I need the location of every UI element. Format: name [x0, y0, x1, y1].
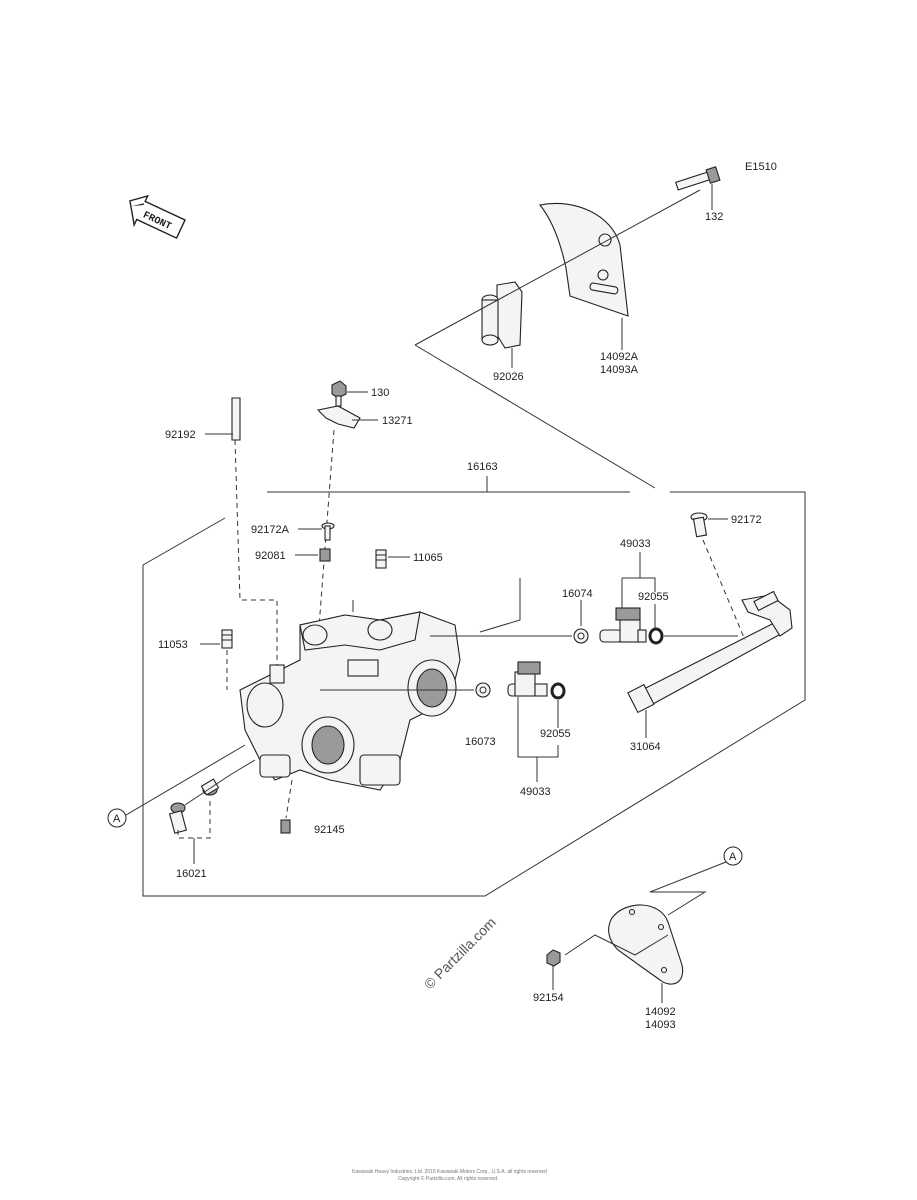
main-group-outline — [142, 491, 806, 897]
dash-13271 — [317, 429, 335, 641]
leader-ref-a-right — [649, 861, 727, 916]
watermark: © Partzilla.com — [421, 914, 499, 992]
label-14093A: 14093A — [600, 364, 639, 376]
cover-14092A — [539, 202, 629, 317]
label-132: 132 — [705, 211, 723, 223]
label-16021: 16021 — [176, 868, 207, 880]
leader-16163-right — [479, 578, 521, 633]
label-49033-bottom: 49033 — [520, 786, 551, 798]
bolt-130 — [331, 380, 347, 407]
bracket-92026 — [481, 281, 523, 349]
label-130: 130 — [371, 387, 389, 399]
bolt-92172 — [690, 512, 708, 538]
cap-11053 — [221, 629, 233, 649]
label-31064: 31064 — [630, 741, 661, 753]
label-16163: 16163 — [467, 461, 498, 473]
o-ring-92055-bottom — [550, 682, 566, 700]
label-92154: 92154 — [533, 992, 564, 1004]
label-11053: 11053 — [158, 639, 188, 651]
dash-92172 — [702, 539, 746, 641]
label-16074: 16074 — [562, 588, 593, 600]
bolt-132 — [675, 166, 721, 191]
assembly-line-b — [414, 344, 656, 489]
reference-a-left: A — [107, 808, 127, 828]
footer-line-1: Kawasaki Heavy Industries, Ltd. 2015 Kaw… — [352, 1169, 547, 1175]
label-ref-a-right: A — [729, 851, 737, 863]
assembly-line-a — [414, 189, 701, 346]
label-92145: 92145 — [314, 824, 345, 836]
dash-92145 — [285, 779, 293, 819]
front-arrow-icon: FRONT — [129, 194, 186, 240]
leader-49033-top — [621, 577, 656, 608]
label-14093: 14093 — [645, 1019, 676, 1031]
injector-49033-bottom — [507, 661, 548, 697]
hose-92192-top — [231, 397, 241, 441]
leader-49033-bottom — [517, 697, 559, 758]
fuel-rail-31064 — [627, 590, 793, 714]
cap-11065 — [375, 549, 387, 569]
plug-92145 — [280, 819, 291, 834]
label-ref-a-left: A — [113, 813, 121, 825]
label-13271: 13271 — [382, 415, 413, 427]
bolt-92154 — [546, 949, 561, 967]
label-92172: 92172 — [731, 514, 762, 526]
label-14092: 14092 — [645, 1006, 676, 1018]
leader-ref-a-left — [125, 744, 246, 816]
footer-line-2: Copyright © Partzilla.com. All rights re… — [398, 1175, 498, 1182]
leader-14092-pattern — [564, 934, 669, 956]
bracket-13271 — [316, 405, 361, 429]
seal-16073 — [475, 682, 491, 698]
screw-92172A — [321, 522, 335, 541]
diagram-code: E1510 — [745, 161, 777, 173]
plug-92081 — [319, 548, 331, 562]
label-92081: 92081 — [255, 550, 286, 562]
cover-14092 — [608, 904, 684, 985]
leader-16021-up — [184, 759, 256, 806]
label-92026: 92026 — [493, 371, 524, 383]
label-92172A: 92172A — [251, 524, 290, 536]
reference-a-right: A — [723, 846, 743, 866]
label-14092A: 14092A — [600, 351, 639, 363]
label-92055-bottom: 92055 — [540, 728, 571, 740]
label-92055-top: 92055 — [638, 591, 669, 603]
throttle-body-16163 — [239, 611, 461, 791]
injector-49033-top — [599, 607, 647, 643]
label-16073: 16073 — [465, 736, 496, 748]
label-92192: 92192 — [165, 429, 196, 441]
o-ring-92055-top — [648, 627, 664, 645]
seal-16074 — [573, 628, 589, 644]
dash-16021 — [177, 800, 211, 839]
label-49033-top: 49033 — [620, 538, 651, 550]
label-11065: 11065 — [413, 552, 443, 564]
